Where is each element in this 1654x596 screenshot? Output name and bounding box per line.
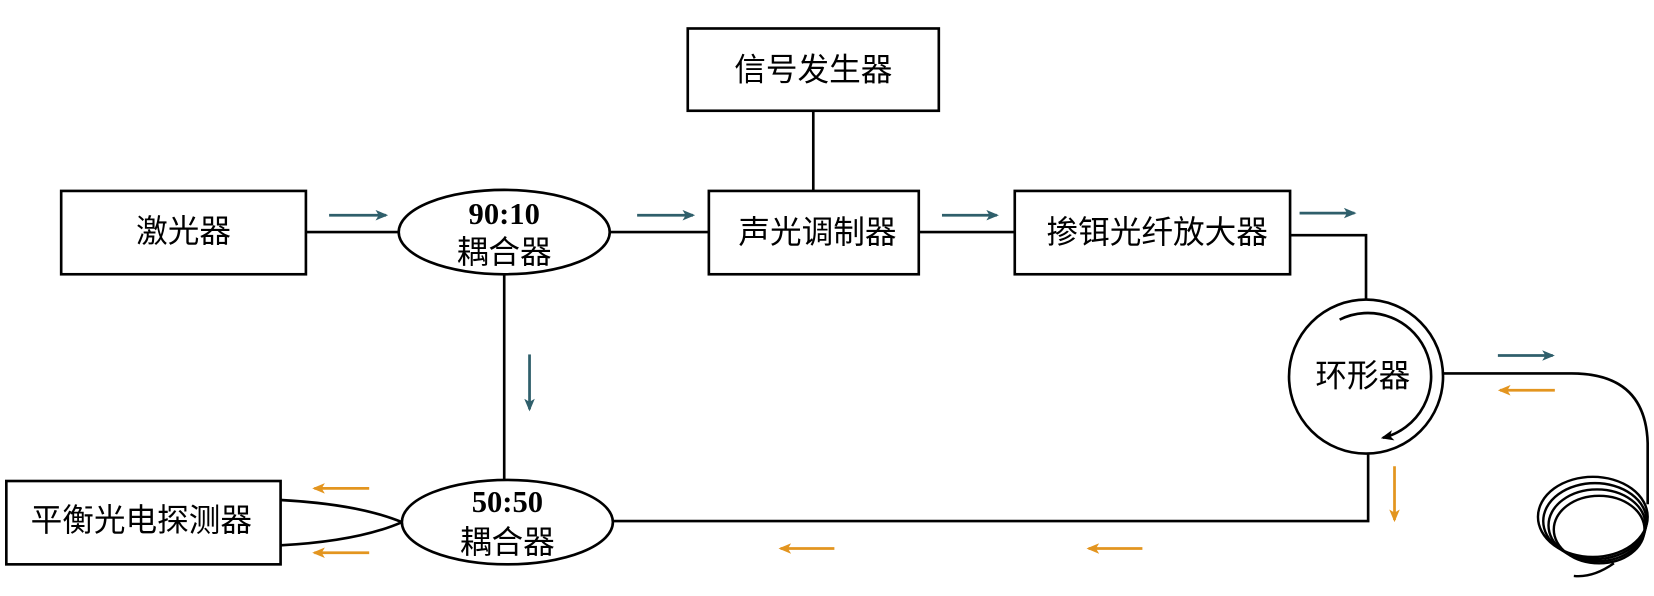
edfa-label: 掺铒光纤放大器 (1046, 215, 1267, 251)
aom-label: 声光调制器 (738, 215, 896, 251)
detector-box (5, 479, 282, 566)
circulator-circle (1287, 298, 1445, 455)
edfa-block: 掺铒光纤放大器 (1013, 189, 1292, 276)
fiber-coil-loop (1542, 481, 1648, 561)
laser-label: 激光器 (136, 214, 231, 250)
coupler-50-50: 50:50 耦合器 (400, 478, 615, 566)
detector-label: 平衡光电探测器 (31, 503, 252, 539)
coupler-90-10-label: 耦合器 (457, 235, 552, 271)
coupler-50-50-label: 耦合器 (460, 525, 555, 561)
signal-generator-box (686, 27, 941, 113)
fiber-coil-loop (1552, 494, 1646, 565)
circulator-to-coupler-wire (613, 453, 1370, 523)
detector-input-wire-top (280, 498, 403, 524)
circulator-block: 环形器 (1287, 298, 1445, 455)
circulator-direction-arc (1339, 311, 1433, 441)
coupler-90-10-ratio: 90:10 (469, 197, 540, 231)
fiber-coil-tail (1573, 562, 1615, 578)
laser-block: 激光器 (59, 189, 308, 276)
fiber-coil-loop (1547, 488, 1647, 563)
edfa-box (1013, 189, 1292, 276)
fiber-under-test-wire (1443, 372, 1649, 505)
fiber-coil-loop (1536, 475, 1649, 559)
laser-box (59, 189, 308, 276)
fiber-coil (1536, 475, 1649, 578)
coupler-90-10: 90:10 耦合器 (397, 188, 612, 276)
coupler-50-50-ratio: 50:50 (472, 485, 543, 519)
detector-block: 平衡光电探测器 (5, 479, 282, 566)
detector-input-wire-bottom (280, 520, 403, 547)
signal-generator-label: 信号发生器 (734, 53, 892, 89)
signal-generator-block: 信号发生器 (686, 27, 941, 113)
aom-block: 声光调制器 (707, 189, 921, 276)
edfa-to-circulator-wire (1290, 233, 1368, 300)
circulator-label: 环形器 (1315, 359, 1410, 395)
